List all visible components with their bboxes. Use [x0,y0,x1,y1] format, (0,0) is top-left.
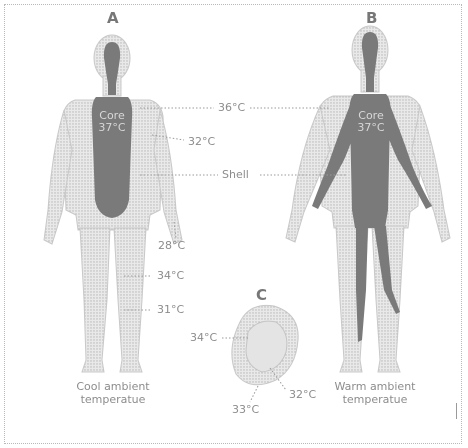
panel-c-letter: C [256,288,267,303]
label-32c-torso: 32°C [188,136,215,147]
figure-c-foot [232,305,298,384]
panel-a-core-label: Core 37°C [92,110,132,134]
panel-a-caption-line1: Cool ambient [58,380,168,393]
panel-b-caption-line1: Warm ambient [320,380,430,393]
panel-a-letter: A [107,11,119,26]
label-36c: 36°C [218,102,245,113]
panel-b-core-label: Core 37°C [351,110,391,134]
panel-b-letter: B [366,11,377,26]
label-34c-leg: 34°C [157,270,184,281]
label-32c-foot: 32°C [289,389,316,400]
panel-a-caption: Cool ambient temperatue [58,380,168,406]
panel-a-core-temp: 37°C [92,122,132,134]
label-28c: 28°C [158,240,185,251]
panel-b-caption-line2: temperatue [320,393,430,406]
panel-b-core-temp: 37°C [351,122,391,134]
panel-b-caption: Warm ambient temperatue [320,380,430,406]
label-31c: 31°C [157,304,184,315]
edge-tick-mark [456,403,457,419]
label-shell: Shell [222,169,249,180]
label-33c: 33°C [232,404,259,415]
panel-a-caption-line2: temperatue [58,393,168,406]
label-34c-foot: 34°C [190,332,217,343]
